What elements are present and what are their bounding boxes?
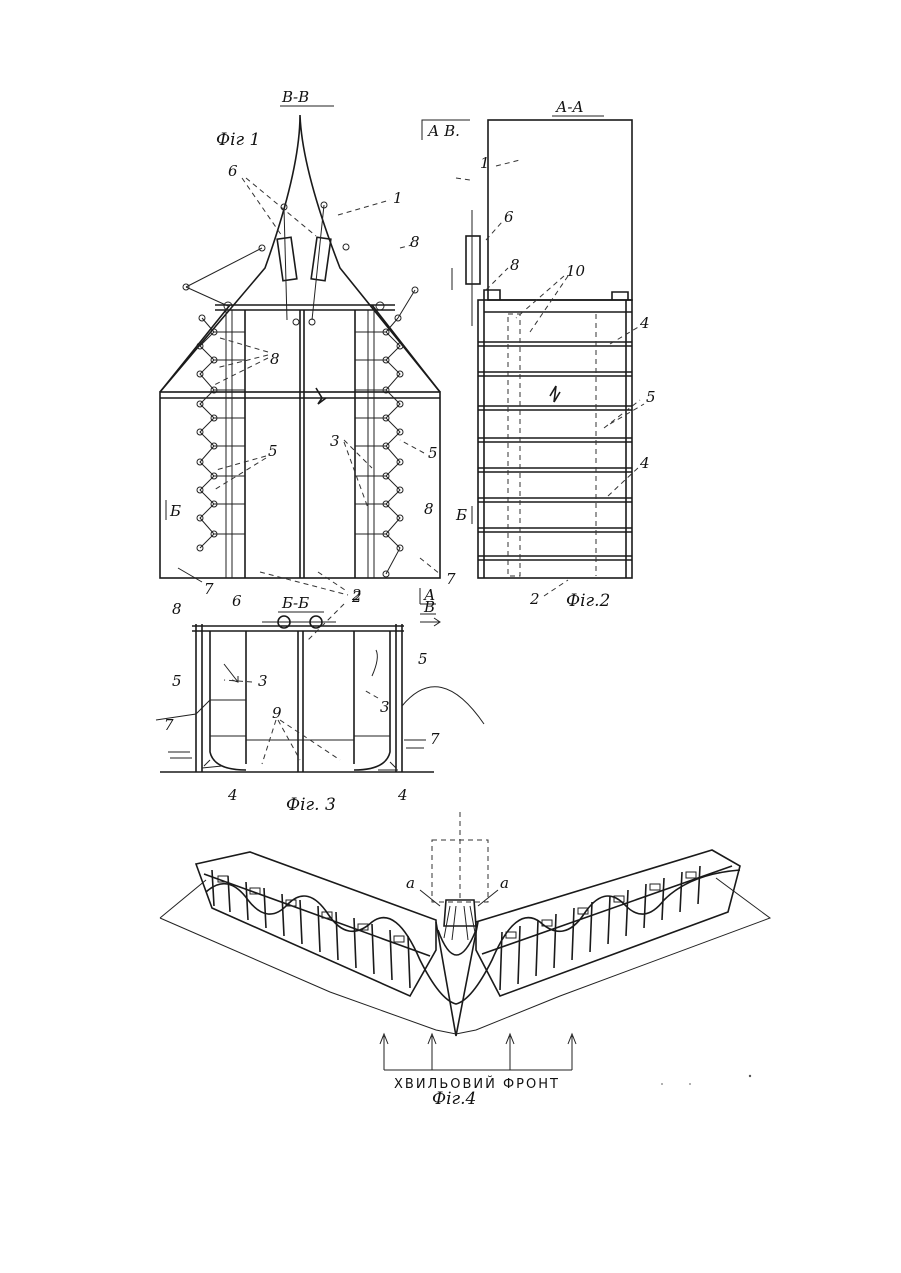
fig3-label-4-right: 4	[397, 786, 408, 804]
fig3-label-7-left: 7	[164, 716, 174, 734]
fig1-label-8-top: 8	[410, 233, 420, 251]
fig1-label-8-right: 8	[424, 500, 434, 518]
fig4-wave-front-label: ХВИЛЬОВИЙ ФРОНТ	[394, 1076, 560, 1092]
fig2-label-4-top: 4	[639, 314, 650, 332]
fig3-section-label: Б-Б	[281, 594, 309, 612]
fig3-label-5-left: 5	[172, 672, 182, 690]
fig4-label-a-right: а	[500, 874, 509, 892]
fig1-cylinder-right	[311, 237, 331, 281]
fig3-label-2: 2	[351, 588, 362, 606]
fig2-label-10: 10	[566, 262, 586, 280]
fig2-section-label: А-А	[555, 98, 584, 116]
fig1-label-6: 6	[228, 162, 238, 180]
fig3-label-6: 6	[232, 592, 242, 610]
fig3-label-5-right: 5	[418, 650, 428, 668]
fig4-left-wing	[196, 852, 436, 996]
fig4-base-plate	[160, 878, 770, 1034]
fig3-cut-label: В	[423, 598, 435, 616]
fig3-label-7-right: 7	[430, 730, 440, 748]
fig1-label-5-right: 5	[428, 444, 438, 462]
fig1-right-chain	[355, 310, 403, 578]
fig1-cut-b: Б	[169, 502, 181, 520]
fig1-caption: Фіг 1	[216, 130, 260, 150]
fig1-label-5-left: 5	[268, 442, 278, 460]
fig2-label-4-bottom: 4	[639, 454, 650, 472]
fig3-label-4-left: 4	[227, 786, 238, 804]
figure-2: А-А А В.	[422, 98, 656, 611]
fig4-wave-front-arrows	[380, 1034, 576, 1070]
fig2-label-8: 8	[510, 256, 520, 274]
fig4-caption: Фіг.4	[432, 1089, 476, 1109]
figure-3: Б-Б 8 6 2 3 3	[156, 588, 484, 815]
fig1-label-7-left: 7	[204, 580, 214, 598]
fig1-label-8-mid: 8	[270, 350, 280, 368]
fig2-caption: Фіг.2	[566, 591, 610, 611]
fig2-label-1: 1	[480, 154, 490, 172]
fig2-hinge-column	[508, 314, 520, 576]
fig3-label-9: 9	[272, 704, 282, 722]
fig3-label-8: 8	[172, 600, 182, 618]
figure-1: В-В Фіг 1	[160, 88, 456, 604]
fig1-label-7-right: 7	[446, 570, 456, 588]
fig1-cylinder-left	[277, 237, 297, 281]
fig3-caption: Фіг. 3	[286, 795, 336, 815]
fig1-label-3: 3	[330, 432, 340, 450]
fig2-label-5: 5	[646, 388, 656, 406]
fig3-label-3-right: 3	[380, 698, 390, 716]
figure-4: а а ХВИЛЬОВИЙ ФРОНТ Фіг.4	[160, 812, 770, 1109]
fig2-label-2: 2	[529, 590, 540, 608]
fig4-label-a-left: а	[406, 874, 415, 892]
fig3-label-3-left: 3	[258, 672, 268, 690]
fig2-cut-label: А В.	[427, 122, 460, 140]
fig1-section-label: В-В	[281, 88, 309, 106]
fig1-left-chain	[197, 310, 245, 578]
fig2-cylinder	[466, 236, 480, 284]
fig2-cut-b: Б	[455, 506, 467, 524]
fig2-flaps	[478, 342, 632, 560]
fig1-label-1: 1	[393, 189, 403, 207]
fig2-label-6: 6	[504, 208, 514, 226]
